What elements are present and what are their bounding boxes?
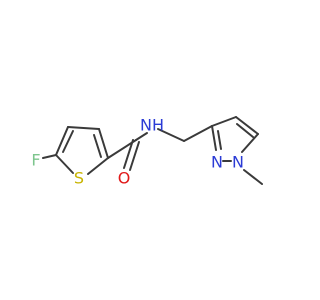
bond-carbonyl-o-a (123, 139, 134, 169)
bond-group (42, 116, 263, 185)
atom-nh-label: NH (140, 116, 164, 135)
atom-n1-label: N (232, 153, 244, 172)
bond-c3p-c4p (211, 116, 237, 127)
bond-carbonyl-nh (135, 132, 148, 141)
bond-c3-c2 (98, 128, 109, 159)
bond-c5-c4 (55, 126, 69, 156)
atom-n2-label: N (211, 153, 223, 172)
bond-n2-c3p-b (217, 130, 222, 150)
bond-c4p-c5p-b (236, 123, 254, 138)
bond-c5p-n1 (241, 133, 259, 153)
bond-s-c5 (55, 154, 74, 174)
molecule-drawing: F S O NH N N (31, 116, 263, 188)
atom-f-label: F (31, 151, 40, 170)
atom-s-label: S (74, 169, 84, 188)
atom-o-label: O (118, 169, 131, 188)
bond-ch2-ch2 (183, 125, 213, 142)
bond-c2-s (87, 157, 109, 175)
bond-n1-methyl (243, 169, 263, 185)
structure-canvas: F S O NH N N (31, 116, 263, 188)
bond-nh-ch2 (157, 128, 185, 142)
bond-c4p-c5p-a (235, 116, 259, 135)
bond-c5-c4-inner (62, 130, 74, 153)
bond-f-c (42, 154, 57, 159)
bond-c4-c3 (67, 126, 100, 130)
bond-carbonyl-o-b (129, 141, 140, 171)
bond-c3-c2-inner (93, 134, 102, 158)
bond-n2-c3p-a (211, 125, 217, 151)
